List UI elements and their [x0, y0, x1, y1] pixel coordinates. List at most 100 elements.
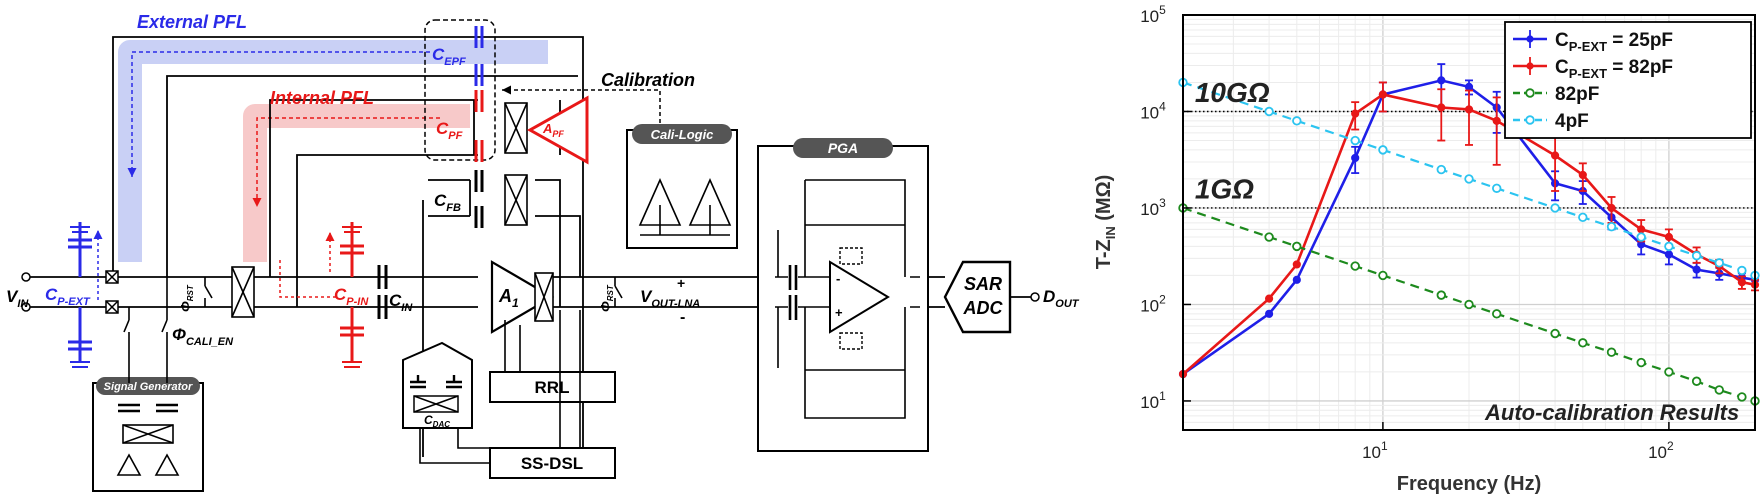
data-point: [1436, 290, 1446, 300]
circuit-schematic: External PFL Internal PFL Calibration CE…: [6, 12, 1080, 492]
x-tick-label: 101: [1362, 439, 1388, 462]
pga-header: [793, 138, 893, 158]
pga-amp-minus: -: [836, 271, 840, 286]
signal-generator-header: [96, 377, 200, 395]
v-out-plus: +: [677, 275, 685, 291]
rrl-label: RRL: [535, 378, 570, 397]
rst-switch-right: [614, 277, 623, 307]
legend-marker: [1526, 35, 1534, 43]
data-point: [1264, 232, 1274, 242]
data-point: [1607, 203, 1616, 213]
internal-pfl-band: [243, 104, 470, 262]
cp-in-red-arrow: [279, 260, 338, 298]
data-point: [1292, 260, 1301, 269]
c-epf-capacitors: [474, 26, 484, 86]
data-point: [1737, 265, 1747, 276]
fb-switch: [504, 174, 528, 226]
data-point: [1264, 309, 1274, 318]
data-point: [1292, 241, 1302, 252]
rrl-block: [489, 371, 616, 403]
c-epf-label: CEPF: [432, 45, 466, 68]
y-tick-label: 103: [1140, 196, 1166, 219]
internal-pfl-label: Internal PFL: [270, 88, 374, 108]
legend-box: [1504, 21, 1752, 139]
v-out-lna-label: VOUT-LNA: [640, 287, 700, 310]
pga-internals: [775, 179, 920, 419]
external-pfl-arrow: [127, 51, 430, 177]
legend-marker: [1525, 88, 1535, 98]
data-point: [1664, 232, 1674, 242]
y-tick-label: 105: [1140, 3, 1166, 26]
data-point: [1578, 170, 1587, 180]
external-pfl-band: [118, 40, 548, 262]
phi-cali-en-label: ΦCALI_EN: [172, 325, 234, 348]
x-axis-label: Frequency (Hz): [1397, 473, 1541, 495]
data-point: [1606, 221, 1617, 232]
data-point: [1606, 347, 1617, 357]
data-point: [1550, 203, 1560, 213]
data-point: [1464, 299, 1474, 310]
a1-label: A1: [498, 286, 519, 310]
data-point: [1492, 116, 1501, 125]
signal-generator-internals: [116, 345, 180, 476]
y-axis-label: T-ZIN (MΩ): [1093, 175, 1118, 270]
data-point: [1436, 164, 1446, 175]
c-p-ext-capacitors: [68, 222, 92, 368]
data-point: [1737, 278, 1747, 287]
y-tick-label: 102: [1140, 292, 1166, 315]
data-point: [1664, 250, 1674, 259]
vin-pos-node: [21, 272, 31, 282]
c-pf-label: CPF: [436, 119, 463, 142]
phi-rst-left-label: ΦRST: [178, 284, 195, 312]
c-fb-label: CFB: [434, 191, 461, 214]
apf-switch: [504, 102, 528, 154]
data-point: [1351, 153, 1360, 163]
cdac-block: [402, 341, 473, 429]
pga-amp-plus: +: [835, 305, 843, 320]
sar-label: SAR: [964, 274, 1002, 294]
signal-generator-label: Signal Generator: [104, 381, 193, 393]
c-in-label: CIN: [389, 291, 413, 314]
value-annotation: 1GΩ: [1195, 174, 1254, 205]
data-point: [1292, 116, 1302, 126]
data-point: [1664, 241, 1674, 252]
cali-logic-amplifiers: [638, 178, 732, 236]
sar-adc-block: [943, 260, 1012, 334]
rst-switch-left: [204, 277, 213, 307]
data-point: [1691, 251, 1702, 261]
data-point: [1550, 151, 1560, 160]
dout-node: [1030, 292, 1040, 302]
data-point: [1437, 76, 1446, 85]
c-dac-label: CDAC: [424, 413, 450, 429]
legend-label: 4pF: [1555, 111, 1589, 132]
plot-frame: [1182, 14, 1756, 431]
cali-en-switches: [123, 277, 168, 345]
legend-marker: [1525, 115, 1535, 125]
data-point: [1464, 82, 1474, 91]
data-point: [1437, 103, 1446, 112]
calibration-cap-box: [424, 19, 496, 161]
data-point: [1264, 106, 1274, 117]
data-point: [1351, 109, 1360, 118]
external-pfl-label: External PFL: [137, 12, 247, 32]
data-point: [1292, 275, 1301, 284]
pga-resistor-top: [839, 247, 863, 265]
data-point: [1464, 105, 1474, 114]
data-point: [1637, 225, 1646, 234]
cali-logic-block: [626, 129, 738, 249]
phi-rst-right-label: ΦRST: [598, 284, 615, 312]
data-point: [1492, 309, 1502, 319]
v-in-label: VIN: [6, 287, 29, 310]
cali-logic-label: Cali-Logic: [651, 127, 715, 142]
legend-label: CP-EXT = 25pF: [1555, 30, 1673, 54]
data-point: [1492, 183, 1502, 193]
c-fb-capacitors: [474, 170, 484, 228]
c-in-capacitors: [377, 265, 388, 319]
y-tick-label: 104: [1140, 99, 1166, 122]
data-point: [1350, 261, 1360, 271]
v-out-minus: -: [680, 309, 685, 326]
data-point: [1264, 294, 1274, 303]
